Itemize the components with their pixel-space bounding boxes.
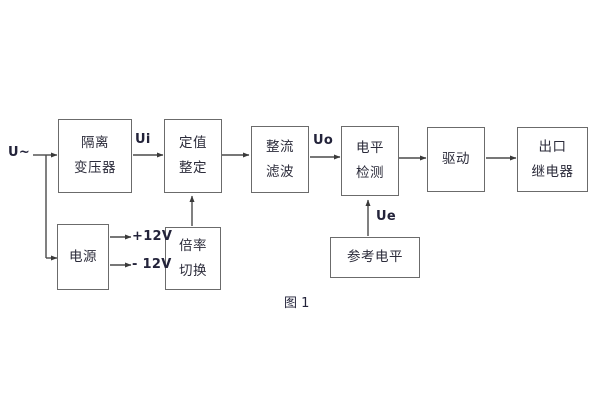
label-uo-signal: Uo: [313, 133, 334, 148]
block-level-detect[interactable]: 电平 检测: [341, 126, 399, 196]
figure-caption: 图 1: [284, 296, 310, 311]
label-ue-signal: Ue: [376, 209, 396, 224]
block-line-1: 出口: [538, 138, 567, 155]
label-input-supply: U~: [8, 145, 31, 160]
block-isolation-transformer[interactable]: 隔离 变压器: [58, 119, 132, 193]
block-line-1: 电平: [356, 140, 384, 157]
label-rail-negative-12v: - 12V: [132, 257, 172, 272]
block-line-2: 整定: [179, 160, 207, 176]
block-line-1: 整流: [266, 138, 294, 155]
block-output-relay[interactable]: 出口 继电器: [517, 127, 588, 192]
block-line-1: 参考电平: [347, 249, 403, 266]
block-multiplier-switch[interactable]: 倍率 切换: [165, 227, 221, 290]
block-line-1: 定值: [179, 135, 207, 152]
block-line-2: 切换: [179, 262, 207, 279]
block-line-2: 继电器: [531, 163, 574, 180]
block-line-1: 隔离: [81, 135, 109, 152]
block-line-1: 倍率: [179, 237, 207, 254]
block-setting-value[interactable]: 定值 整定: [164, 119, 222, 193]
block-reference-level[interactable]: 参考电平: [330, 237, 420, 278]
label-ui-signal: Ui: [135, 132, 151, 147]
block-line-1: 电源: [69, 248, 97, 265]
block-line-2: 检测: [356, 165, 384, 181]
label-rail-positive-12v: +12V: [132, 229, 173, 244]
block-power-supply[interactable]: 电源: [57, 224, 109, 290]
block-line-2: 变压器: [74, 160, 116, 176]
block-rectify-filter[interactable]: 整流 滤波: [251, 126, 309, 193]
block-line-2: 滤波: [266, 163, 294, 180]
block-line-1: 驱动: [442, 151, 470, 168]
block-drive[interactable]: 驱动: [427, 127, 485, 192]
